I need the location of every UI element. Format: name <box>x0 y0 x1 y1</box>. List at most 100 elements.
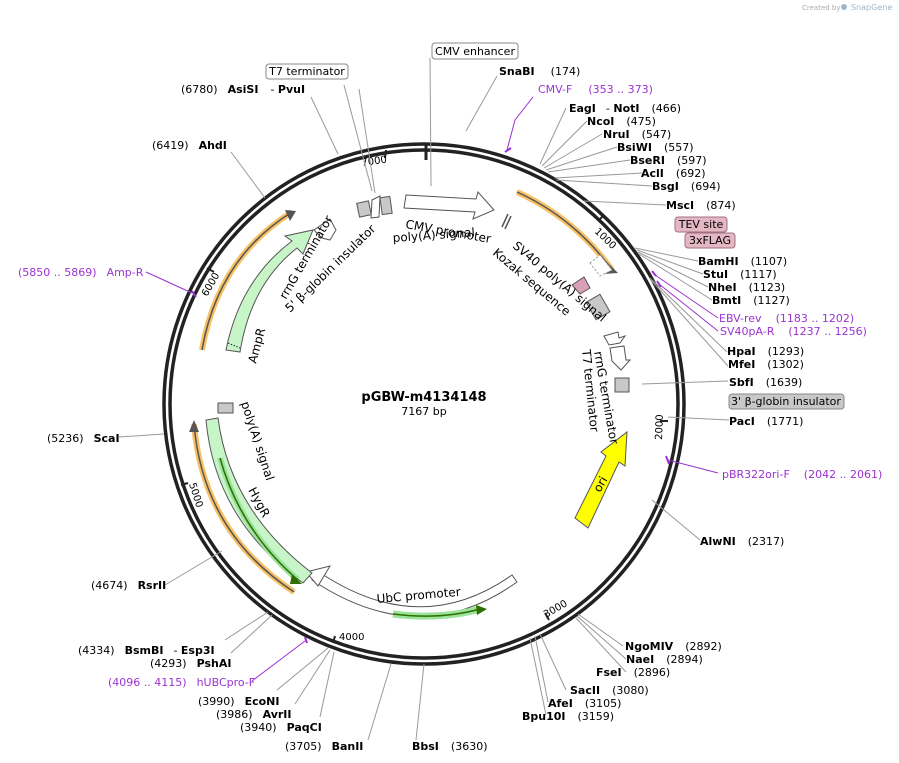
plasmid-length: 7167 bp <box>401 405 446 418</box>
bglobin-left-box <box>379 195 393 216</box>
rrng-left-arrow <box>313 218 337 241</box>
tick-mark-4000 <box>332 635 336 644</box>
ubc-promoter-head <box>305 565 332 587</box>
bglobin-right-box <box>614 377 630 393</box>
enzyme-asisi-pvui: (6780)AsiSI- PvuI <box>181 83 305 96</box>
enzyme-bseri: BseRI(597) <box>630 154 707 167</box>
ampr-dotted-marker <box>227 342 241 349</box>
enzyme-bbsi: BbsI(3630) <box>412 740 487 753</box>
enzyme-bamhi: BamHI(1107) <box>698 255 787 268</box>
tick-mark-6000 <box>206 267 215 273</box>
label-ampr: AmpR <box>245 327 268 365</box>
enzyme-sacii: SacII(3080) <box>570 684 649 697</box>
tick-label-5000: 5000 <box>186 482 204 510</box>
snapgene-logo-icon <box>841 4 847 10</box>
enzyme-snabi: SnaBI(174) <box>499 65 580 78</box>
cmv-promoter-arrow <box>403 190 495 220</box>
boxed-t7-terminator: T7 terminator <box>265 63 349 80</box>
svg-text:CMV enhancer: CMV enhancer <box>435 45 515 58</box>
tick-label-3000: 3000 <box>542 598 570 620</box>
enzyme-bmti: BmtI(1127) <box>712 294 790 307</box>
orf-arc-lower-left-core <box>193 423 295 593</box>
enzyme-ngomiv: NgoMIV(2892) <box>625 640 722 653</box>
ubc-promoter-arrow <box>311 571 518 617</box>
boxed-tev-site: TEV site <box>674 216 728 233</box>
ori-arrow <box>574 430 628 529</box>
boxed-bglobin-insulator: 3' β-globin insulator <box>728 393 845 410</box>
enzyme-paqci: (3940)PaqCI <box>240 721 322 734</box>
tick-mark-1000 <box>597 214 605 222</box>
enzyme-bpu10i: Bpu10I(3159) <box>522 710 614 723</box>
kozak-marker <box>501 213 509 228</box>
enzyme-sbfi: SbfI(1639) <box>729 376 802 389</box>
enzyme-labels: SnaBI(174) EagI- NotI(466) NcoI(475) Nru… <box>47 65 804 753</box>
enzyme-paci: PacI(1771) <box>729 415 803 428</box>
label-ori: ori <box>590 474 610 495</box>
tick-mark-5000 <box>180 482 189 486</box>
plasmid-name: pGBW-m4134148 <box>361 390 486 405</box>
enzyme-bsiwi: BsiWI(557) <box>617 141 694 154</box>
enzyme-avrii: (3986)AvrII <box>216 708 291 721</box>
credit-text: Created by <box>802 4 841 12</box>
enzyme-msci: MscI(874) <box>666 199 736 212</box>
orf-arc-upper-left-core <box>201 211 293 351</box>
t7-terminator-box <box>356 200 372 218</box>
label-polya-left: poly(A) signal <box>238 400 277 483</box>
enzyme-banii: (3705)BanII <box>285 740 363 753</box>
hygr-arrow <box>205 417 313 584</box>
primer-amp-r: (5850 .. 5869)Amp-R <box>18 266 144 279</box>
tick-mark-7000 <box>384 149 387 159</box>
enzyme-hpai: HpaI(1293) <box>727 345 804 358</box>
tick-mark-3000 <box>544 612 550 621</box>
hygr-green-orf-core <box>219 457 299 581</box>
rrng-terminator-left-arrow <box>370 195 381 219</box>
tick-label-7000: 7000 <box>361 155 388 169</box>
svg-text:3' β-globin insulator: 3' β-globin insulator <box>731 395 841 408</box>
primer-leader-lines <box>145 96 719 682</box>
enzyme-afei: AfeI(3105) <box>548 697 621 710</box>
enzyme-stui: StuI(1117) <box>703 268 777 281</box>
enzyme-nhei: NheI(1123) <box>708 281 785 294</box>
enzyme-nrui: NruI(547) <box>603 128 671 141</box>
primer-hubcpro-f: (4096 .. 4115)hUBCpro-F <box>108 676 255 689</box>
enzyme-rsrii: (4674)RsrII <box>91 579 166 592</box>
boxed-3xflag: 3xFLAG <box>684 232 736 249</box>
tev-site-arrow <box>571 276 591 295</box>
enzyme-bsmbi-esp3i: (4334)BsmBI- Esp3I <box>78 644 215 657</box>
hygr-green-orf-head <box>290 574 302 584</box>
enzyme-ncoi: NcoI(475) <box>587 115 656 128</box>
ampr-arrow <box>225 229 314 353</box>
snapgene-credit: Created by SnapGene <box>802 3 892 12</box>
primer-ebv-rev: EBV-rev(1183 .. 1202) <box>719 312 854 325</box>
rrng-terminator-right-arrow <box>609 345 632 371</box>
boxed-cmv-enhancer: CMV enhancer <box>431 42 519 60</box>
tick-label-4000: 4000 <box>339 632 364 643</box>
sv40-polya-box <box>585 293 611 321</box>
orf-arc-upper-left-head <box>285 210 296 221</box>
svg-text:T7 terminator: T7 terminator <box>268 65 345 78</box>
tick-label-2000: 2000 <box>654 414 666 440</box>
enzyme-eagi-noti: EagI- NotI(466) <box>569 102 681 115</box>
enzyme-econi: (3990)EcoNI <box>198 695 279 708</box>
primer-sv40pa-r: SV40pA-R(1237 .. 1256) <box>720 325 867 338</box>
label-ubc-promoter: UbC promoter <box>376 585 461 606</box>
enzyme-ahdi: (6419)AhdI <box>152 139 227 152</box>
enzyme-scai: (5236)ScaI <box>47 432 120 445</box>
enzyme-mfei: MfeI(1302) <box>728 358 804 371</box>
ubc-green-arc-core <box>392 608 481 617</box>
kozak-marker-2 <box>504 215 512 230</box>
leader-lines <box>118 57 730 741</box>
primer-cmv-f: CMV-F(353 .. 373) <box>538 83 653 96</box>
enzyme-pshai: (4293)PshAI <box>150 657 231 670</box>
enzyme-bsgi: BsgI(694) <box>652 180 721 193</box>
enzyme-fsei: FseI(2896) <box>596 666 670 679</box>
svg-text:3xFLAG: 3xFLAG <box>689 234 731 247</box>
primer-pbr322ori-f: pBR322ori-F(2042 .. 2061) <box>722 468 882 481</box>
t7-terminator-right-arrow <box>603 331 627 346</box>
svg-text:TEV site: TEV site <box>678 218 724 231</box>
enzyme-naei: NaeI(2894) <box>626 653 703 666</box>
credit-brand: SnapGene <box>851 3 892 12</box>
label-polya-top: poly(A) signal <box>392 225 475 245</box>
ubc-green-arc-head <box>476 605 487 615</box>
